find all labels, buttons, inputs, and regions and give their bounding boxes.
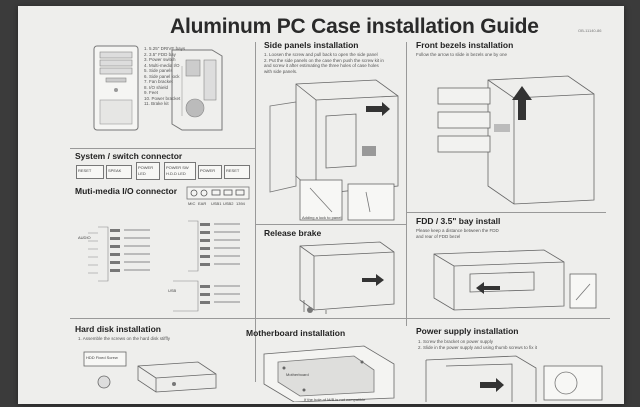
step-text: Please keep a distance between the FDD [416, 228, 499, 233]
case-part-label: 5. Side panels [144, 68, 173, 73]
fdd-bay-illustration [424, 240, 604, 321]
pinout-diagram [78, 211, 254, 320]
port-label: USB [168, 288, 177, 293]
hard-disk-illustration [80, 346, 220, 403]
case-rear-illustration [168, 46, 226, 139]
connector-label: LED [138, 171, 146, 176]
connector-label: POWER [138, 165, 154, 170]
power-supply-illustration [416, 352, 606, 407]
case-part-label: 4. Multi-media I/O [144, 62, 180, 68]
case-part-label: 3. Power switch [144, 57, 176, 62]
section-heading-system-switch: System / switch connector [75, 151, 183, 161]
io-port-panel-illustration [186, 186, 250, 213]
port-label: USB1 [211, 201, 222, 206]
connector-block [224, 165, 250, 179]
motherboard-note: If the hole of M/B is not compatible [304, 397, 366, 402]
front-bezel-illustration [418, 60, 604, 211]
page-title: Aluminum PC Case installation Guide [170, 15, 539, 38]
divider [406, 212, 606, 213]
step-text: Follow the arrow to slide in bezels one … [416, 52, 508, 57]
step-text: and screw it after estimating the three … [264, 63, 379, 68]
divider [406, 42, 407, 326]
divider [255, 42, 256, 382]
case-part-label: 11. Brake kit [144, 101, 169, 106]
step-text: with side panels. [264, 68, 298, 74]
section-heading-motherboard: Motherboard installation [246, 328, 346, 338]
connector-label: RESET [78, 168, 92, 173]
case-part-label: 10. Power bracket [144, 95, 181, 101]
step-text: 1. Assemble the screws on the hard disk … [78, 336, 170, 341]
case-parts-list: 1. 5.25" DRIVE bays 2. 3.5" FDD bay 3. P… [144, 46, 185, 107]
hdd-screw-label: HDD Fixed Screw [86, 355, 118, 360]
divider [70, 318, 610, 319]
hard-disk-steps: 1. Assemble the screws on the hard disk … [78, 336, 170, 342]
side-panels-steps: 1. Loosen the screw and pull back to ope… [264, 52, 384, 74]
step-text: and rear of FDD bezel [416, 233, 461, 239]
port-label: AUDIO [78, 235, 91, 240]
step-text: 2. Slide in the power supply and using t… [418, 344, 538, 350]
motherboard-label: Motherboard [286, 372, 309, 377]
connector-label: H.D.D LED [166, 171, 186, 176]
case-part-label: 6. Side panel lock [144, 73, 180, 79]
connector-label: POWER [200, 168, 216, 173]
section-heading-hard-disk: Hard disk installation [75, 324, 161, 334]
port-label: MIC [188, 201, 196, 206]
release-brake-illustration [290, 240, 400, 321]
port-label: EAR [198, 201, 207, 206]
section-heading-front-bezels: Front bezels installation [416, 40, 514, 50]
section-heading-side-panels: Side panels installation [264, 40, 359, 50]
section-heading-multimedia: Muti-media I/O connector [75, 186, 178, 196]
connector-block [198, 165, 222, 179]
case-front-illustration [90, 44, 144, 139]
section-heading-fdd-bay: FDD / 3.5" bay install [416, 216, 501, 226]
section-heading-release-brake: Release brake [264, 228, 322, 238]
divider [255, 224, 406, 225]
instruction-sheet: Aluminum PC Case installation Guide OB-1… [18, 6, 624, 404]
case-part-label: 1. 5.25" DRIVE bays [144, 46, 186, 51]
step-text: 1. Loosen the screw and pull back to ope… [264, 52, 378, 57]
side-panel-illustration [266, 76, 404, 227]
connector-block [76, 165, 104, 179]
connector-block [136, 162, 160, 180]
connector-label: RESET [226, 168, 240, 173]
fdd-bay-steps: Please keep a distance between the FDD a… [416, 228, 499, 239]
connector-label: SPEAK [108, 168, 122, 173]
section-heading-power-supply: Power supply installation [416, 326, 519, 336]
step-text: 1. Screw the bracket on power supply [418, 339, 494, 344]
motherboard-illustration [244, 340, 404, 407]
port-label: USB2 [223, 201, 234, 206]
step-text: 2. Put the side panels on the case then … [264, 57, 384, 63]
document-number: OB-11140-86 [578, 28, 602, 33]
case-part-label: 9. Feet [144, 90, 159, 95]
connector-block [106, 165, 132, 179]
power-supply-steps: 1. Screw the bracket on power supply 2. … [418, 339, 537, 350]
port-label: 1394 [236, 201, 245, 206]
case-part-label: 2. 3.5" FDD bay [144, 51, 176, 57]
illustration-caption: Adding a lock to panel [302, 215, 342, 220]
front-bezels-steps: Follow the arrow to slide in bezels one … [416, 52, 507, 58]
connector-label: POWER SW [166, 165, 189, 170]
case-part-label: 7. Fan bracket [144, 79, 173, 84]
case-part-label: 8. I/O shield [144, 84, 169, 90]
divider [70, 148, 255, 149]
connector-block [164, 162, 196, 180]
